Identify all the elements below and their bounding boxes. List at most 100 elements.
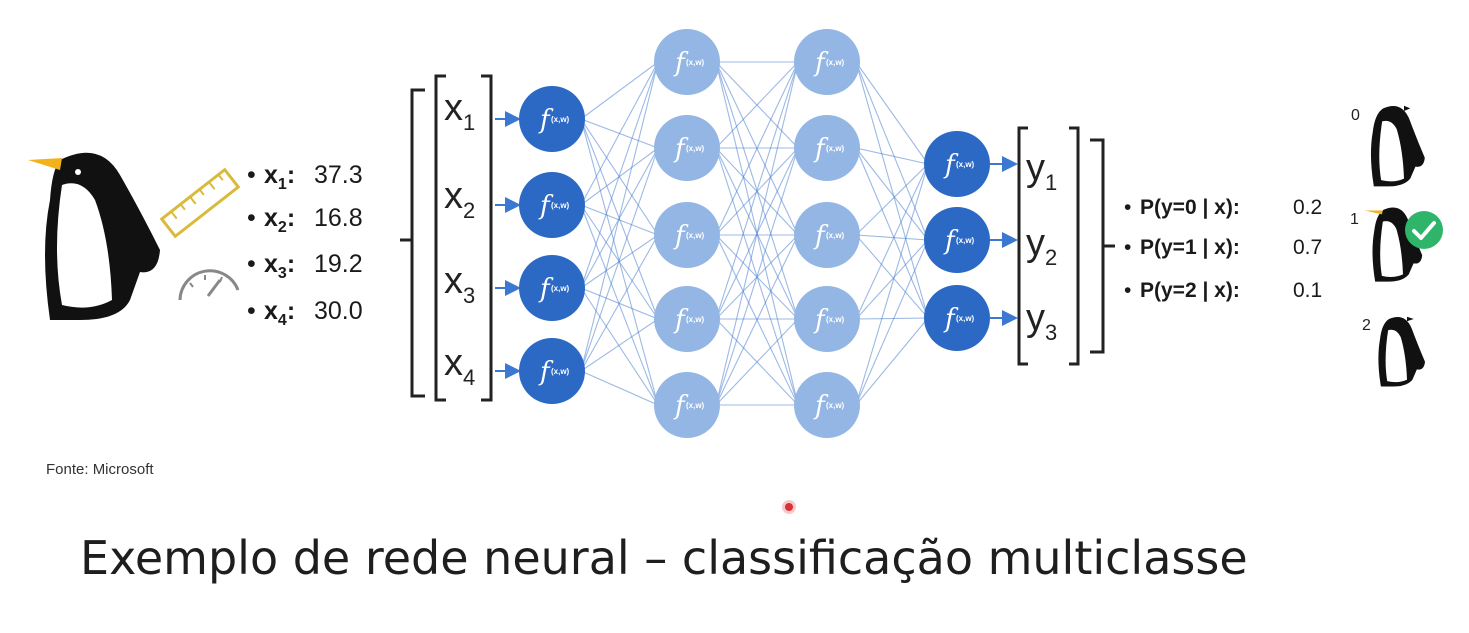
output-var: y2 (1026, 222, 1057, 270)
output-vector-bracket (1017, 126, 1080, 366)
svg-text:•: • (1124, 236, 1131, 259)
penguin-icon (1378, 316, 1425, 387)
network-edge (580, 370, 659, 406)
network-edge (855, 163, 929, 406)
network-edge (855, 147, 929, 319)
neuron-node: f(x,w) (924, 207, 990, 273)
output-vector: y1 y2 y3 (1026, 147, 1057, 345)
feature-item: • x2: 16.8 (247, 204, 363, 236)
svg-text:P(y=2 | x):: P(y=2 | x): (1140, 279, 1240, 302)
node-function-arg: (x,w) (686, 315, 705, 324)
probability-list: • P(y=0 | x): 0.2 • P(y=1 | x): 0.7 • P(… (1124, 196, 1322, 302)
network-edge (855, 61, 929, 319)
node-function-arg: (x,w) (826, 231, 845, 240)
network-edge (580, 61, 659, 120)
neuron-node: f(x,w) (519, 86, 585, 152)
node-function-arg: (x,w) (826, 144, 845, 153)
network-edge (855, 234, 929, 241)
node-function-arg: (x,w) (956, 236, 975, 245)
probability-item: • P(y=0 | x): 0.2 (1124, 196, 1322, 219)
input-var: x4 (444, 342, 475, 390)
network-edge (580, 287, 659, 406)
gauge-icon (178, 269, 240, 301)
svg-text:0.7: 0.7 (1293, 236, 1322, 259)
network-nodes: f(x,w) f(x,w) f(x,w) f(x,w) f(x,w) f(x,w) f(x,… (519, 29, 990, 438)
beak-shape (28, 158, 62, 170)
source-caption: Fonte: Microsoft (46, 461, 154, 478)
svg-text:x4:: x4: (264, 297, 295, 329)
neuron-node: f(x,w) (519, 255, 585, 321)
svg-text:37.3: 37.3 (314, 161, 363, 189)
neuron-node: f(x,w) (654, 202, 720, 268)
node-function-arg: (x,w) (956, 160, 975, 169)
input-var: x1 (444, 87, 475, 135)
feature-item: • x3: 19.2 (247, 250, 363, 282)
check-icon (1405, 211, 1443, 249)
network-edge (580, 234, 659, 289)
svg-text:P(y=1 | x):: P(y=1 | x): (1140, 236, 1240, 259)
network-edge (580, 61, 659, 289)
input-vector-bracket (434, 74, 493, 402)
network-edge (580, 318, 659, 372)
penguin-icon (1370, 105, 1425, 187)
input-var: x2 (444, 175, 475, 223)
node-function-arg: (x,w) (551, 115, 570, 124)
node-function-arg: (x,w) (826, 401, 845, 410)
svg-text:P(y=0 | x):: P(y=0 | x): (1140, 196, 1240, 219)
neuron-node: f(x,w) (794, 286, 860, 352)
neuron-node: f(x,w) (794, 115, 860, 181)
network-edge (715, 61, 799, 406)
penguin-icon (1364, 207, 1423, 282)
svg-text:0.1: 0.1 (1293, 279, 1322, 302)
network-edge (580, 61, 659, 206)
svg-text:30.0: 30.0 (314, 297, 363, 325)
input-var: x3 (444, 260, 475, 308)
feature-item: • x4: 30.0 (247, 297, 363, 329)
svg-text:•: • (247, 204, 256, 232)
probability-item: • P(y=1 | x): 0.7 (1124, 236, 1322, 259)
class-option: 0 (1351, 105, 1425, 187)
svg-text:x2:: x2: (264, 204, 295, 236)
node-function-arg: (x,w) (956, 314, 975, 323)
svg-text:•: • (1124, 279, 1131, 302)
network-edge (855, 61, 929, 165)
ruler-icon (159, 167, 241, 239)
svg-text:0: 0 (1351, 107, 1360, 124)
svg-text:0.2: 0.2 (1293, 196, 1322, 219)
svg-text:x1:: x1: (264, 161, 295, 193)
network-edges (580, 61, 929, 406)
node-function-arg: (x,w) (551, 284, 570, 293)
neuron-node: f(x,w) (654, 29, 720, 95)
svg-text:19.2: 19.2 (314, 250, 363, 278)
network-edge (855, 234, 929, 319)
network-edge (855, 163, 929, 320)
svg-text:x3:: x3: (264, 250, 295, 282)
node-function-arg: (x,w) (686, 231, 705, 240)
pointer-dot (782, 500, 796, 514)
node-function-arg: (x,w) (826, 315, 845, 324)
network-arrows (495, 111, 1018, 379)
network-edge (855, 239, 929, 320)
network-edge (580, 234, 659, 372)
neuron-node: f(x,w) (654, 115, 720, 181)
network-edge (715, 61, 799, 320)
network-edge (580, 204, 659, 406)
network-edge (855, 163, 929, 236)
output-var: y3 (1026, 297, 1057, 345)
neuron-node: f(x,w) (654, 286, 720, 352)
svg-text:2: 2 (1362, 317, 1371, 334)
svg-text:1: 1 (1350, 211, 1359, 228)
node-function-arg: (x,w) (686, 58, 705, 67)
network-edge (715, 318, 799, 406)
network-edge (715, 147, 799, 406)
node-function-arg: (x,w) (551, 367, 570, 376)
input-vector: x1 x2 x3 x4 (444, 87, 475, 390)
svg-text:•: • (1124, 196, 1131, 219)
network-edge (855, 147, 929, 165)
svg-text:•: • (247, 297, 256, 325)
neuron-node: f(x,w) (519, 172, 585, 238)
network-edge (580, 204, 659, 236)
network-edge (715, 61, 799, 236)
class-option: 2 (1362, 316, 1425, 387)
